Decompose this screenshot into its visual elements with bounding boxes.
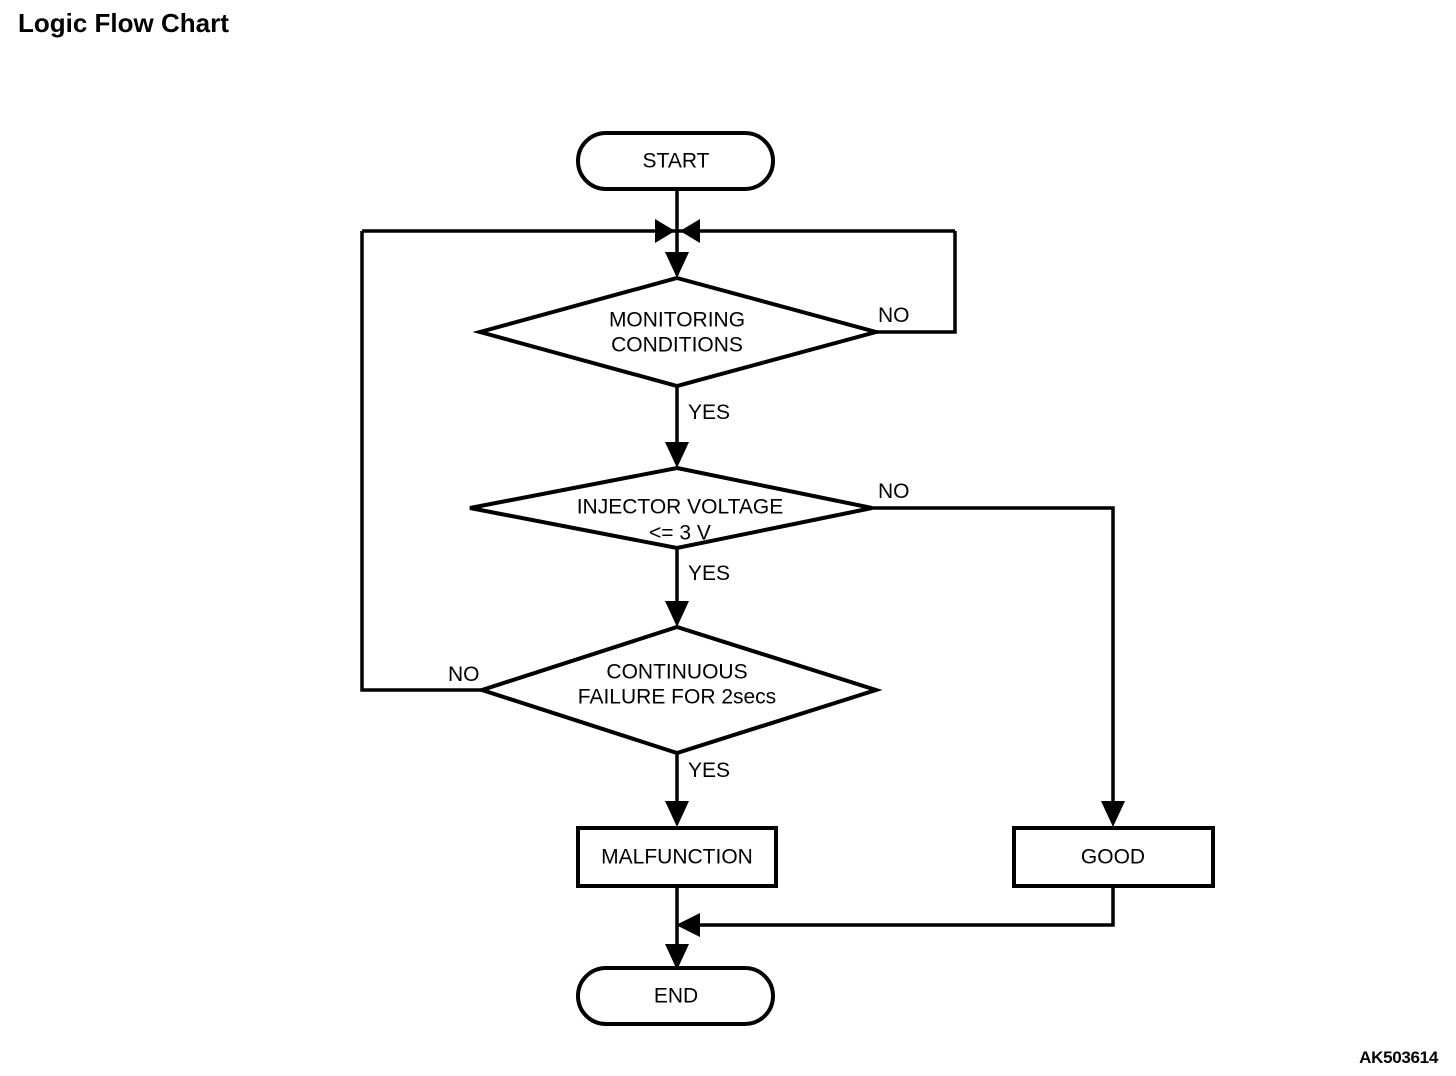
node-injector-label-line2: <= 3 V bbox=[649, 522, 711, 545]
arrow-into-good bbox=[1101, 801, 1125, 827]
node-malfunction-label: MALFUNCTION bbox=[601, 846, 753, 869]
edge-good-to-end bbox=[690, 886, 1115, 927]
arrow-into-continuous bbox=[665, 601, 689, 627]
node-monitoring-label-line1: MONITORING bbox=[609, 309, 745, 332]
node-continuous-label-line1: CONTINUOUS bbox=[606, 661, 747, 684]
label-monitoring-no: NO bbox=[878, 304, 910, 327]
node-end-label: END bbox=[654, 985, 698, 1008]
arrow-into-monitoring bbox=[665, 252, 689, 278]
arrow-merge-into-end-line bbox=[676, 913, 700, 937]
label-continuous-no: NO bbox=[448, 663, 480, 686]
junction-arrowhead-right bbox=[655, 219, 675, 243]
edge-injector-no bbox=[872, 506, 1115, 815]
node-injector-label-line1: INJECTOR VOLTAGE bbox=[577, 496, 784, 519]
label-injector-no: NO bbox=[878, 480, 910, 503]
node-monitoring-conditions bbox=[472, 275, 884, 389]
node-monitoring-label-line2: CONDITIONS bbox=[611, 334, 743, 357]
arrow-into-malfunction bbox=[665, 801, 689, 827]
node-good-label: GOOD bbox=[1081, 846, 1145, 869]
arrow-into-injector bbox=[665, 442, 689, 468]
label-continuous-yes: YES bbox=[688, 759, 730, 782]
node-end bbox=[576, 966, 775, 1026]
node-start-label: START bbox=[643, 150, 710, 173]
junction-arrowhead-left bbox=[680, 219, 700, 243]
arrow-into-end bbox=[665, 944, 689, 970]
label-monitoring-yes: YES bbox=[688, 401, 730, 424]
figure-code: AK503614 bbox=[1359, 1048, 1438, 1067]
edge-continuous-no bbox=[360, 231, 482, 692]
node-continuous-label-line2: FAILURE FOR 2secs bbox=[578, 686, 776, 709]
edge-monitoring-no bbox=[876, 231, 957, 334]
page-title: Logic Flow Chart bbox=[18, 8, 229, 38]
label-injector-yes: YES bbox=[688, 562, 730, 585]
